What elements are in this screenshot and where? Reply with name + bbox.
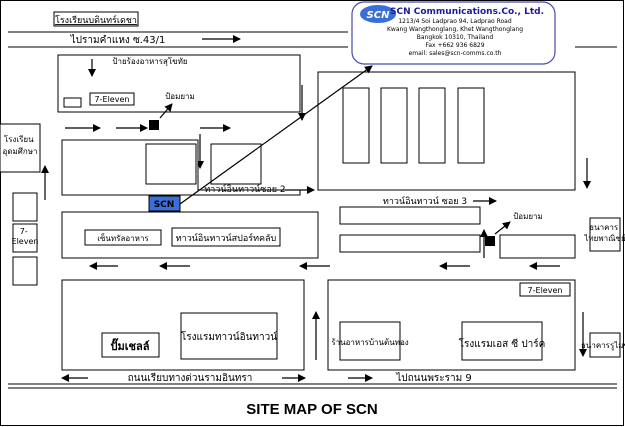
svg-text:ปั๊มเชลล์: ปั๊มเชลล์ xyxy=(111,338,150,353)
seven-eleven-right xyxy=(519,282,571,297)
svg-text:7-Eleven: 7-Eleven xyxy=(528,286,563,295)
arrow-police-2 xyxy=(494,221,511,235)
sports-club xyxy=(171,227,281,247)
block-bottom-left: ปั๊มเชลล์ โรงแรมทาวน์อินทาวน์ xyxy=(61,279,305,371)
police-box-2: ป้อมยาม xyxy=(480,212,543,258)
hotel-townintown xyxy=(180,312,278,360)
svg-text:โรงเรียน อุดมศึกษา: โรงเรียน อุดมศึกษา xyxy=(3,134,38,156)
svg-text:ทาวน์อินทาวน์ซอย 2: ทาวน์อินทาวน์ซอย 2 xyxy=(204,183,285,195)
block-soi-3: ทาวน์อินทาวน์ ซอย 3 xyxy=(339,195,497,253)
company-info-box: SCN SCN Communications.Co., Ltd. 1213/4 … xyxy=(351,1,556,65)
map-title: SITE MAP OF SCN xyxy=(246,401,377,418)
block-left-west: 7- Eleven xyxy=(12,192,39,286)
svg-text:โรงแรมเอส ซี ปาร์ค: โรงแรมเอส ซี ปาร์ค xyxy=(459,337,546,350)
svg-text:7- Eleven: 7- Eleven xyxy=(12,227,39,246)
bank-bottom: ธนาคารรูไมข้ xyxy=(581,332,625,358)
hotel-sc-park xyxy=(461,321,543,361)
pump-shell xyxy=(101,332,160,358)
svg-text:โรงเรียนบดินทร์เดชา: โรงเรียนบดินทร์เดชา xyxy=(55,14,137,26)
restaurant-bottom xyxy=(339,321,401,361)
svg-text:ธนาคารรูไมข้: ธนาคารรูไมข้ xyxy=(581,341,625,351)
svg-text:ไปถนนพระราม 9: ไปถนนพระราม 9 xyxy=(395,372,472,384)
block-top-left: ป้ายร้องอาหารสุโขทัย 7-Eleven xyxy=(57,54,301,113)
svg-text:ป้อมยาม: ป้อมยาม xyxy=(513,212,543,221)
arrow-scn-to-info xyxy=(179,65,373,205)
svg-text:ทาวน์อินทาวน์ ซอย 3: ทาวน์อินทาวน์ ซอย 3 xyxy=(383,195,467,207)
svg-text:ป้อมยาม: ป้อมยาม xyxy=(165,92,195,101)
svg-text:Bangkok 10310, Thailand: Bangkok 10310, Thailand xyxy=(417,34,494,41)
svg-text:ไปรามคำแหง ซ.43/1: ไปรามคำแหง ซ.43/1 xyxy=(70,34,166,46)
svg-text:7-Eleven: 7-Eleven xyxy=(95,95,130,104)
seven-eleven-left xyxy=(12,223,38,253)
scn-logo-icon xyxy=(360,5,396,23)
svg-text:SCN: SCN xyxy=(154,200,175,210)
seven-eleven-top xyxy=(89,92,135,106)
svg-text:ธนาคาร ไทยพาณิชย์: ธนาคาร ไทยพาณิชย์ xyxy=(583,223,625,243)
svg-text:ทาวน์อินทาวน์สปอร์ทคลับ: ทาวน์อินทาวน์สปอร์ทคลับ xyxy=(176,232,277,244)
block-sports: เซ็นทรัลอาหาร ทาวน์อินทาวน์สปอร์ทคลับ xyxy=(61,211,319,259)
svg-text:ร้านอาหารบ้านต้นทอง: ร้านอาหารบ้านต้นทอง xyxy=(331,338,408,347)
school-left: โรงเรียน อุดมศึกษา xyxy=(0,123,41,173)
scn-marker[interactable]: SCN xyxy=(148,195,181,212)
block-right-east xyxy=(499,234,576,259)
svg-text:SCN Communications.Co., Ltd.: SCN Communications.Co., Ltd. xyxy=(390,7,544,17)
svg-text:Fax +662 936 6829: Fax +662 936 6829 xyxy=(425,42,484,49)
block-townintown-north xyxy=(317,71,576,191)
road-bottom: ถนนเรียบทางด่วนรามอินทรา ไปถนนพระราม 9 xyxy=(8,372,617,389)
svg-text:Kwang Wangthonglang, Khet Wan: Kwang Wangthonglang, Khet Wangthonglang xyxy=(387,26,523,33)
block-bottom-right: 7-Eleven ร้านอาหารบ้านต้นทอง โรงแรมเอส ซ… xyxy=(327,279,576,371)
restaurant-sign-box xyxy=(63,97,82,108)
arrow-police-1 xyxy=(159,103,173,119)
svg-text:เซ็นทรัลอาหาร: เซ็นทรัลอาหาร xyxy=(97,233,149,243)
bank-top: ธนาคาร ไทยพาณิชย์ xyxy=(583,217,625,252)
road-ramkhamhaeng: ไปรามคำแหง ซ.43/1 xyxy=(8,31,617,48)
school-top-label: โรงเรียนบดินทร์เดชา xyxy=(53,11,139,27)
svg-text:โรงแรมทาวน์อินทาวน์: โรงแรมทาวน์อินทาวน์ xyxy=(181,330,277,343)
svg-text:SCN: SCN xyxy=(367,10,391,21)
svg-text:email: sales@scn-comms.co.th: email: sales@scn-comms.co.th xyxy=(409,50,502,57)
svg-text:ถนนเรียบทางด่วนรามอินทรา: ถนนเรียบทางด่วนรามอินทรา xyxy=(128,372,253,384)
soi-2-label: ทาวน์อินทาวน์ซอย 2 xyxy=(204,183,315,195)
svg-text:1213/4 Soi Ladprao 94, Ladprao: 1213/4 Soi Ladprao 94, Ladprao Road xyxy=(398,18,511,25)
police-box-1: ป้อมยาม xyxy=(149,92,195,130)
food-center xyxy=(84,229,162,246)
block-center xyxy=(61,139,301,196)
svg-text:ป้ายร้องอาหารสุโขทัย: ป้ายร้องอาหารสุโขทัย xyxy=(112,56,187,66)
